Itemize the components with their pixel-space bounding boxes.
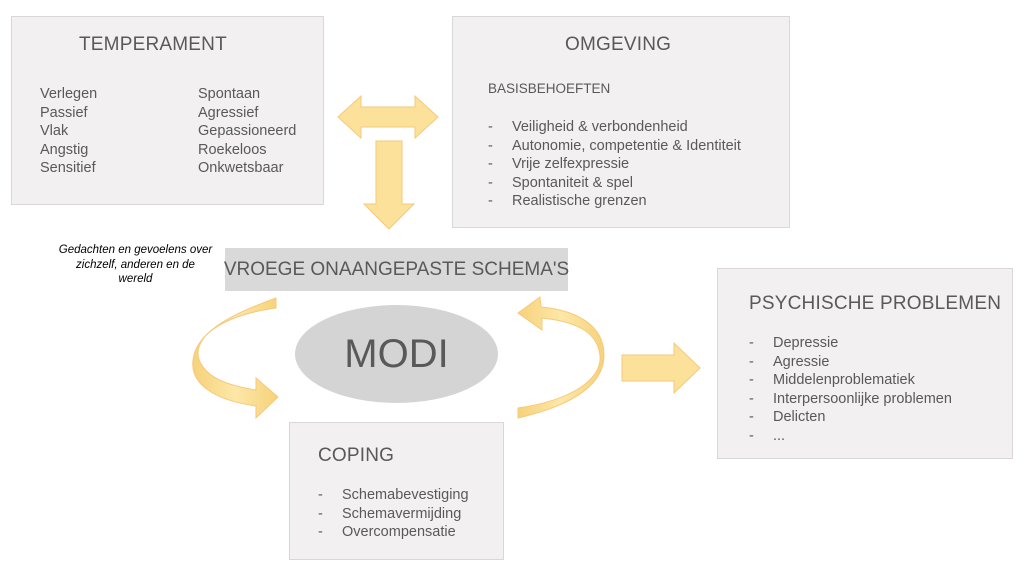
schemas-banner: VROEGE ONAANGEPASTE SCHEMA'S	[224, 248, 569, 291]
list-item: Spontaan	[198, 86, 261, 102]
temperament-right-list: Spontaan Agressief Gepassioneerd Roekelo…	[198, 85, 296, 178]
coping-list: -Schemabevestiging -Schemavermijding -Ov…	[318, 486, 469, 542]
list-item: Angstig	[40, 141, 89, 158]
coping-box: COPING -Schemabevestiging -Schemavermijd…	[289, 422, 504, 560]
list-item: -Spontaniteit & spel	[488, 174, 633, 191]
coping-title: COPING	[318, 445, 395, 466]
list-item: Onkwetsbaar	[198, 160, 284, 176]
list-item: -Autonomie, competentie & Identiteit	[488, 137, 741, 154]
list-item: -Schemabevestiging	[318, 487, 469, 503]
list-item: -Interpersoonlijke problemen	[749, 390, 952, 407]
list-item: Sensitief	[40, 160, 96, 176]
list-item: -...	[749, 427, 786, 444]
right-curved-arrow	[517, 296, 605, 419]
list-item: -Overcompensatie	[318, 524, 456, 540]
list-item: -Middelenproblematiek	[749, 372, 915, 388]
list-item: Roekeloos	[198, 141, 267, 158]
omgeving-box: OMGEVING BASISBEHOEFTEN -Veiligheid & ve…	[452, 16, 790, 228]
list-item: Agressief	[198, 104, 259, 121]
list-item: -Vrije zelfexpressie	[488, 156, 630, 172]
list-item: -Schemavermijding	[318, 505, 462, 522]
list-item: -Realistische grenzen	[488, 193, 647, 209]
temperament-left-list: Verlegen Passief Vlak Angstig Sensitief	[40, 85, 97, 178]
schemas-note: Gedachten en gevoelens over zichzelf, an…	[58, 244, 213, 285]
psychische-title: PSYCHISCHE PROBLEMEN	[749, 293, 1002, 314]
list-item: -Agressie	[749, 353, 830, 370]
list-item: -Depressie	[749, 335, 839, 351]
double-arrow	[337, 94, 439, 140]
temperament-box: TEMPERAMENT Verlegen Passief Vlak Angsti…	[11, 16, 324, 205]
psychische-list: -Depressie -Agressie -Middelenproblemati…	[749, 334, 952, 445]
list-item: Passief	[40, 104, 88, 121]
down-arrow	[362, 140, 416, 230]
list-item: Vlak	[40, 123, 69, 139]
psychische-box: PSYCHISCHE PROBLEMEN -Depressie -Agressi…	[717, 268, 1013, 459]
modi-ellipse: MODI	[295, 305, 498, 403]
list-item: Gepassioneerd	[198, 123, 297, 139]
left-curved-arrow	[192, 297, 279, 420]
omgeving-title: OMGEVING	[565, 34, 672, 55]
temperament-title: TEMPERAMENT	[79, 34, 227, 55]
basisbehoeften-subtitle: BASISBEHOEFTEN	[488, 81, 611, 96]
list-item: -Delicten	[749, 409, 826, 425]
right-arrow	[621, 341, 701, 395]
list-item: Verlegen	[40, 86, 98, 102]
omgeving-list: -Veiligheid & verbondenheid -Autonomie, …	[488, 118, 741, 211]
list-item: -Veiligheid & verbondenheid	[488, 119, 688, 135]
